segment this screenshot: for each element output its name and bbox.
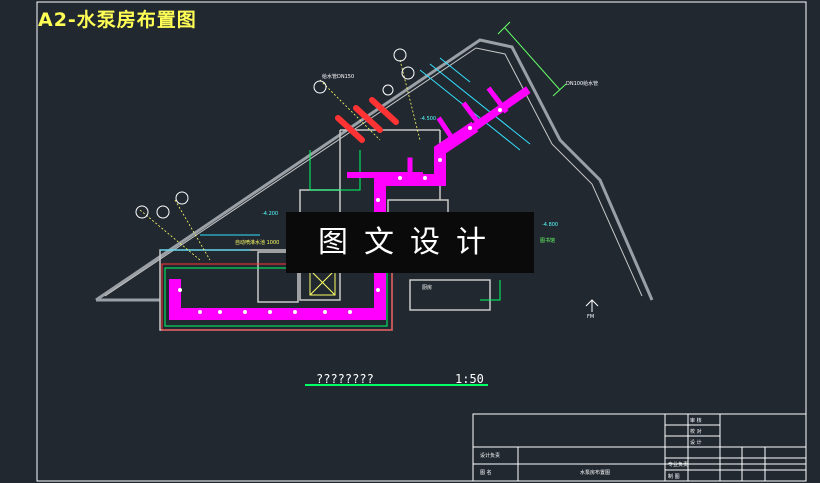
title-block-drawing-name: 水泵房布置图 — [580, 470, 611, 476]
elevation-label: -4.800 — [542, 222, 559, 228]
pump-room-outline — [164, 150, 501, 327]
magenta-pipes — [169, 86, 531, 320]
title-block-stamp: 审 核 — [690, 418, 702, 424]
elevation-label: -4.200 — [262, 211, 279, 217]
scale-ratio: 1:50 — [455, 372, 484, 386]
title-block-stamp: 制 图 — [668, 474, 680, 480]
pump-label: FM — [587, 314, 595, 320]
pool-outline — [161, 263, 393, 331]
building-outline — [95, 38, 654, 302]
title-block-drawing-label: 图 名 — [480, 470, 492, 476]
dimension-line — [497, 21, 567, 97]
pump-valve — [585, 299, 599, 312]
pool-note: 自动喷淋水池 1000 — [235, 240, 280, 246]
room-label: 厨房 — [422, 285, 433, 291]
column-hatch — [309, 269, 336, 296]
drawing-title: A2-水泵房布置图 — [38, 9, 197, 31]
watermark-banner: 图文设计 — [286, 212, 534, 273]
scale-title: ???????? — [316, 372, 374, 386]
elevation-label: -4.500 — [420, 116, 437, 122]
title-block-stamp: 专业负责 — [668, 462, 689, 468]
title-block-design: 设计负责 — [480, 453, 501, 459]
building-outline-inner — [104, 47, 643, 297]
pump-symbols — [135, 48, 415, 219]
drawing-frame — [36, 1, 807, 482]
cyan-lines — [160, 57, 531, 251]
title-block — [472, 413, 807, 482]
room-label: 图书馆 — [540, 238, 556, 244]
red-pipes — [335, 97, 399, 143]
yellow-lines — [139, 59, 421, 261]
pipe-note: DN100给水管 — [566, 81, 599, 87]
title-block-stamp: 设 计 — [690, 440, 702, 446]
title-block-stamp: 校 对 — [690, 429, 702, 435]
pipe-note: 给水管DN150 — [322, 74, 355, 80]
pipe-fittings — [178, 108, 502, 314]
